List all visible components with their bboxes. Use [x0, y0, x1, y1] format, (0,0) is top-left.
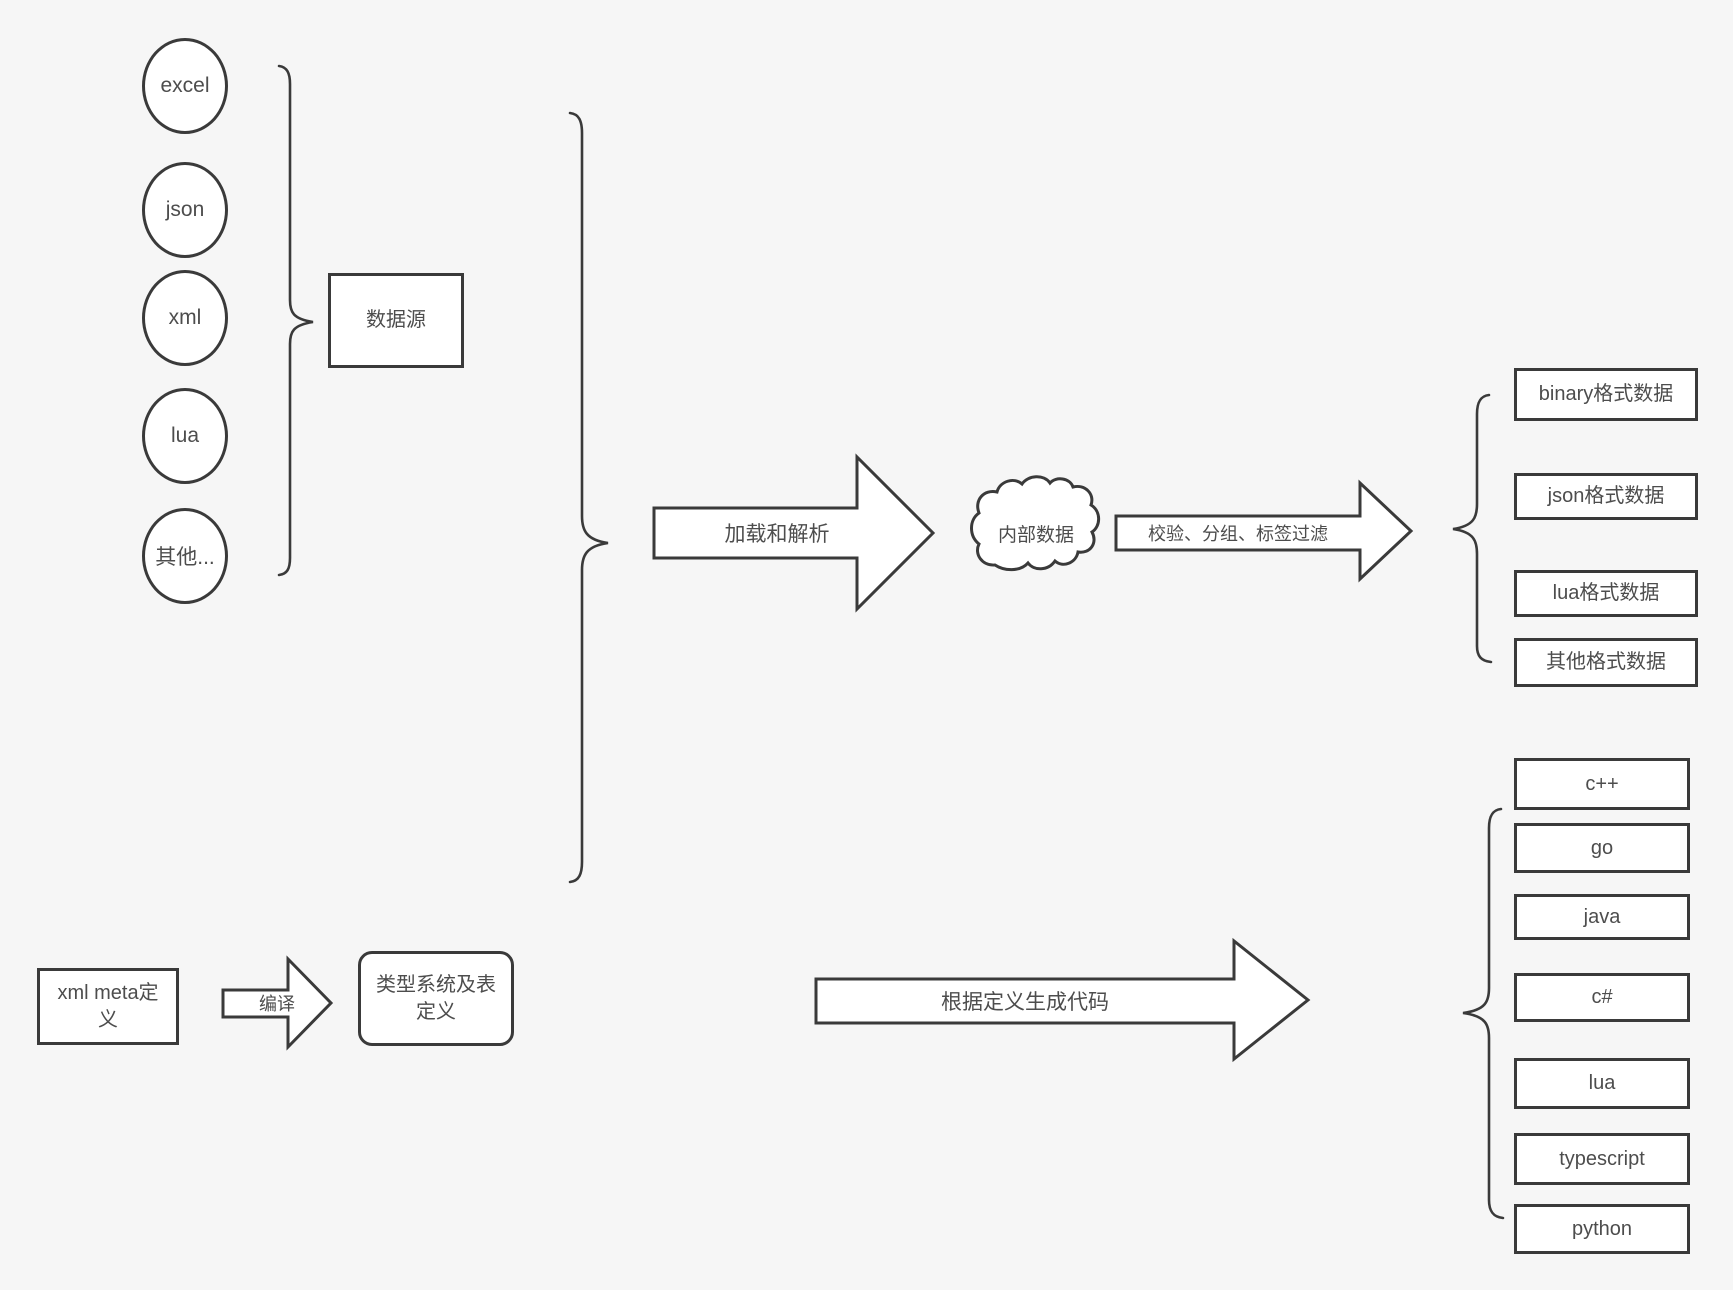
- codegen-arrow: [814, 937, 1311, 1063]
- xml-meta-box: xml meta定义: [37, 968, 179, 1045]
- internal-data-label: 内部数据: [997, 524, 1074, 546]
- source-node-label: json: [165, 198, 205, 221]
- filter-arrow-label: 校验、分组、标签过滤: [1148, 524, 1328, 544]
- compile-arrow: [221, 955, 334, 1051]
- format-box-label: 其他格式数据: [1546, 651, 1666, 673]
- codegen-arrow-label: 根据定义生成代码: [941, 991, 1109, 1014]
- internal-data-cloud: [970, 475, 1101, 572]
- data-source-label: 数据源: [366, 309, 426, 331]
- format-box-json: json格式数据: [1514, 473, 1698, 520]
- type-system-box: 类型系统及表定义: [358, 951, 514, 1046]
- load-parse-arrow-label: 加载和解析: [724, 523, 830, 546]
- source-node-json: json: [142, 162, 228, 258]
- source-node-other: 其他...: [142, 508, 228, 604]
- languages-brace: [1462, 807, 1505, 1220]
- source-node-label: xml: [168, 306, 202, 329]
- format-box-binary: binary格式数据: [1514, 368, 1698, 421]
- language-box-go: go: [1514, 823, 1690, 873]
- source-node-label: 其他...: [155, 546, 215, 569]
- source-node-lua: lua: [142, 388, 228, 484]
- pipeline-brace: [568, 111, 609, 884]
- source-node-label: excel: [160, 74, 210, 97]
- compile-arrow-label: 编译: [259, 994, 295, 1014]
- format-box-other: 其他格式数据: [1514, 638, 1698, 687]
- language-box-label: lua: [1588, 1072, 1616, 1094]
- source-node-label: lua: [170, 424, 200, 447]
- type-system-label: 类型系统及表定义: [376, 973, 496, 1023]
- language-box-label: go: [1590, 836, 1614, 859]
- language-box-csharp: c#: [1514, 973, 1690, 1022]
- format-box-label: json格式数据: [1547, 485, 1665, 507]
- language-box-label: c++: [1585, 772, 1619, 795]
- language-box-lua: lua: [1514, 1058, 1690, 1109]
- language-box-label: typescript: [1559, 1147, 1645, 1170]
- source-node-xml: xml: [142, 270, 228, 366]
- language-box-label: python: [1571, 1217, 1633, 1240]
- source-node-excel: excel: [142, 38, 228, 134]
- language-box-label: java: [1583, 905, 1621, 928]
- language-box-cpp: c++: [1514, 758, 1690, 810]
- format-box-lua: lua格式数据: [1514, 570, 1698, 617]
- sources-brace: [277, 64, 314, 577]
- format-box-label: lua格式数据: [1552, 582, 1660, 604]
- language-box-typescript: typescript: [1514, 1133, 1690, 1185]
- format-box-label: binary格式数据: [1538, 383, 1674, 405]
- language-box-python: python: [1514, 1204, 1690, 1254]
- language-box-java: java: [1514, 894, 1690, 940]
- language-box-label: c#: [1591, 986, 1613, 1008]
- data-source-box: 数据源: [328, 273, 464, 368]
- xml-meta-label: xml meta定义: [57, 981, 159, 1031]
- filter-arrow: [1114, 479, 1414, 583]
- formats-brace: [1452, 393, 1493, 664]
- load-parse-arrow: [652, 453, 936, 613]
